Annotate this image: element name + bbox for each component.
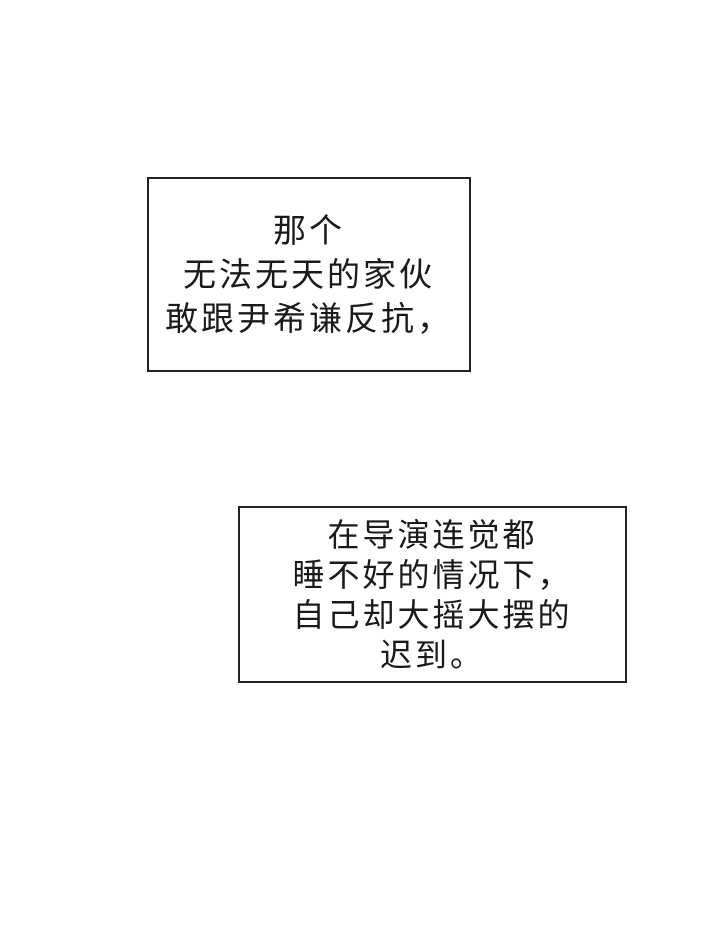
caption-box-1: 那个 无法无天的家伙 敢跟尹希谦反抗， bbox=[147, 177, 471, 372]
caption-2-line-2: 睡不好的情况下， bbox=[292, 555, 573, 594]
caption-1-line-1: 那个 bbox=[273, 210, 345, 250]
caption-1-line-2: 无法无天的家伙 bbox=[183, 254, 435, 294]
caption-2-line-1: 在导演连觉都 bbox=[327, 515, 538, 554]
caption-box-2: 在导演连觉都 睡不好的情况下， 自己却大摇大摆的 迟到。 bbox=[238, 506, 627, 683]
caption-2-line-4: 迟到。 bbox=[379, 635, 485, 674]
caption-2-line-3: 自己却大摇大摆的 bbox=[292, 595, 573, 634]
caption-1-line-3: 敢跟尹希谦反抗， bbox=[165, 298, 453, 338]
